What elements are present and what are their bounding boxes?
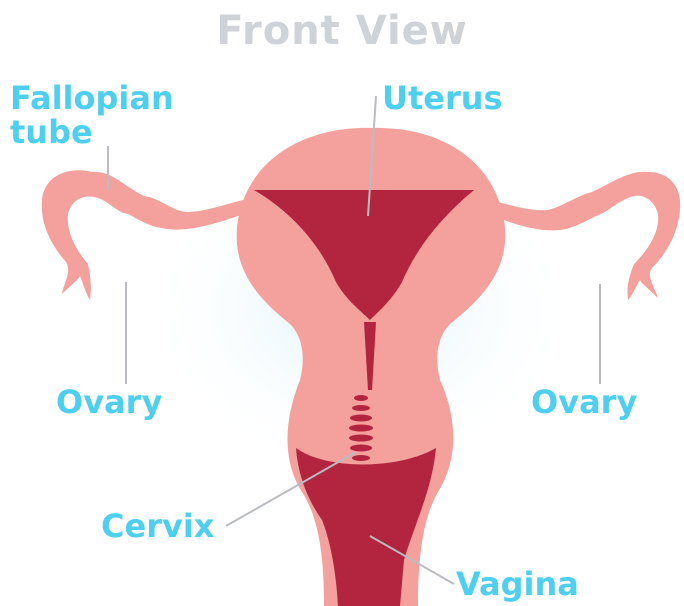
label-vagina: Vagina [456,568,579,602]
diagram-title: Front View [0,10,684,52]
label-ovary-right: Ovary [531,386,637,420]
label-cervix: Cervix [101,510,214,544]
label-uterus: Uterus [382,82,503,116]
label-ovary-left: Ovary [56,386,162,420]
label-fallopian-tube: Fallopian tube [10,82,174,149]
